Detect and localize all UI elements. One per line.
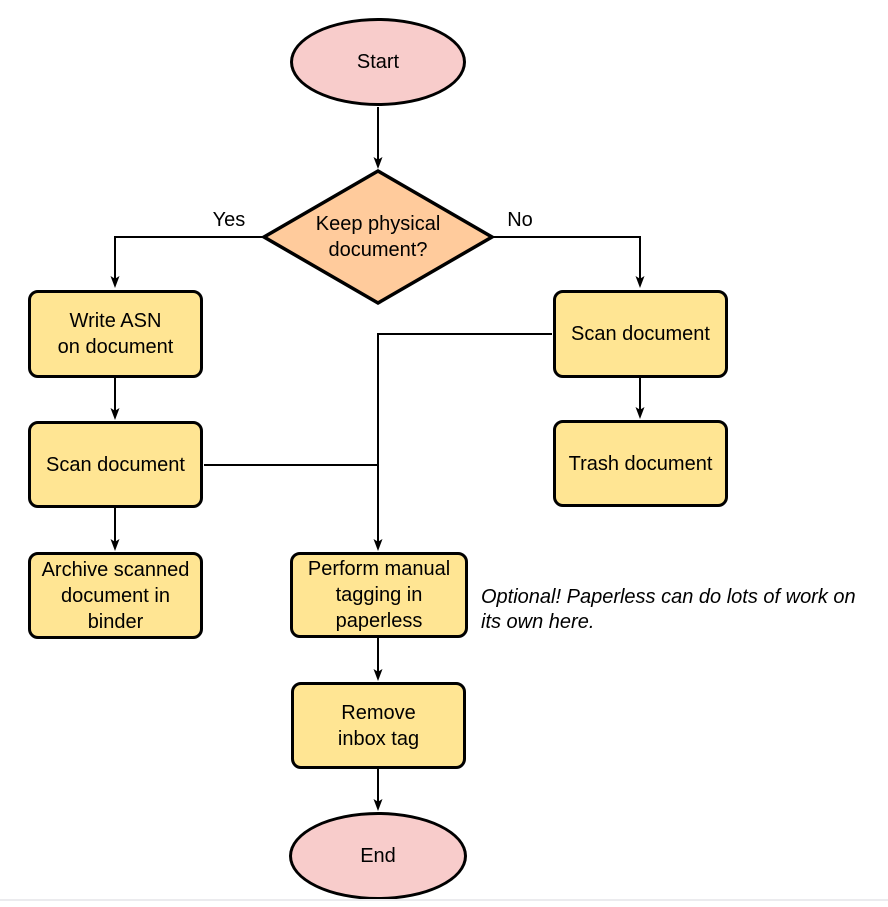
connector-decision-yes-to-write-asn bbox=[110, 236, 264, 288]
end-node: End bbox=[289, 812, 467, 900]
edge-label-yes: Yes bbox=[212, 209, 246, 231]
decision-diamond-shape bbox=[260, 168, 496, 306]
remove-inbox-tag-node: Remove inbox tag bbox=[291, 682, 466, 769]
bottom-edge-divider bbox=[0, 899, 888, 901]
optional-note-text: Optional! Paperless can do lots of work … bbox=[481, 586, 856, 633]
connector-scan-right-to-tagging bbox=[373, 333, 552, 551]
scan-document-right-node: Scan document bbox=[553, 290, 728, 378]
trash-document-node: Trash document bbox=[553, 420, 728, 507]
manual-tagging-node: Perform manual tagging in paperless bbox=[290, 552, 468, 638]
decision-node-label: Keep physical document? bbox=[315, 213, 441, 261]
write-asn-node: Write ASN on document bbox=[28, 290, 203, 378]
edge-label-no: No bbox=[507, 209, 533, 231]
scan-document-left-node: Scan document bbox=[28, 421, 203, 508]
start-node: Start bbox=[290, 18, 466, 106]
archive-document-node: Archive scanned document in binder bbox=[28, 552, 203, 639]
connector-decision-no-to-scan-right bbox=[492, 236, 645, 288]
